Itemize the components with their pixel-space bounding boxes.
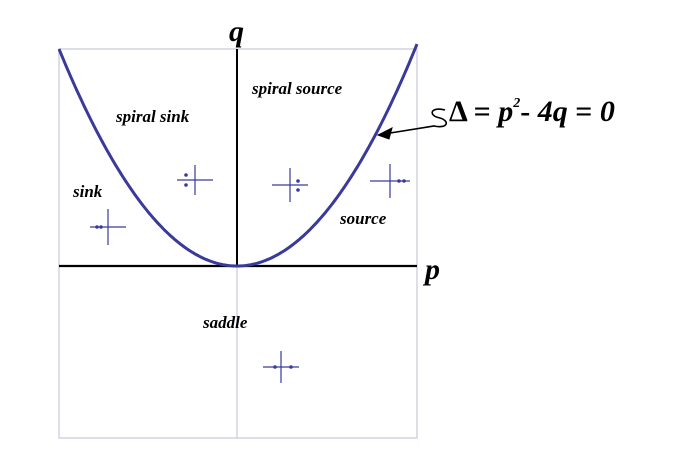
eigen-dot xyxy=(397,179,401,183)
spiral-sink-label: spiral sink xyxy=(115,107,190,126)
eigen-dot xyxy=(184,173,188,177)
formula-minus: - xyxy=(520,95,538,128)
arrow-head xyxy=(376,127,393,140)
arrow-shaft xyxy=(383,108,447,135)
phase-icons xyxy=(90,164,410,383)
formula-exponent: 2 xyxy=(512,96,520,111)
source-icon xyxy=(370,164,410,198)
equals-sign-1: = xyxy=(466,95,498,128)
formula-zero: 0 xyxy=(600,95,615,128)
eigen-dot xyxy=(296,179,300,183)
sink-label: sink xyxy=(72,182,103,201)
eigen-dot xyxy=(99,225,103,229)
formula-arrow xyxy=(376,108,447,140)
q-axis-label: q xyxy=(229,15,244,48)
spiral-source-icon xyxy=(272,168,308,202)
eigen-dot xyxy=(402,179,406,183)
saddle-icon xyxy=(263,351,299,383)
delta-symbol: Δ xyxy=(449,95,468,128)
eigen-dot xyxy=(95,225,99,229)
eigen-dot xyxy=(296,188,300,192)
eigen-dot xyxy=(289,365,293,369)
eigen-dot xyxy=(184,183,188,187)
formula-4q: 4q xyxy=(537,95,568,128)
sink-icon xyxy=(90,209,126,245)
equals-sign-2: = xyxy=(568,95,600,128)
formula-p: p xyxy=(495,95,513,128)
spiral-source-label: spiral source xyxy=(251,79,343,98)
spiral-sink-icon xyxy=(177,165,213,195)
eigen-dot xyxy=(273,365,277,369)
axes-group xyxy=(59,49,417,438)
p-axis-label: p xyxy=(422,253,440,286)
saddle-label: saddle xyxy=(202,313,248,332)
discriminant-formula: Δ = p2- 4q = 0 xyxy=(449,95,615,128)
parabola-curve xyxy=(57,43,419,268)
source-label: source xyxy=(339,209,387,228)
